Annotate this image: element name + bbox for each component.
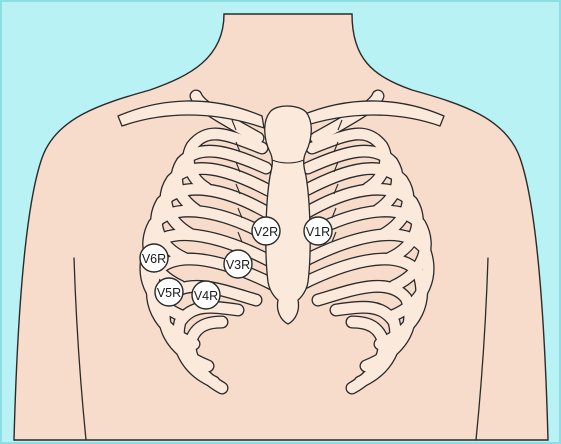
electrode-v4r: V4R	[192, 281, 220, 309]
electrode-v5r: V5R	[155, 278, 183, 306]
electrode-v3r: V3R	[224, 250, 252, 278]
electrode-v6r-label: V6R	[142, 252, 166, 266]
sternum	[265, 106, 312, 324]
electrode-v2r-label: V2R	[254, 225, 278, 239]
electrode-v1r: V1R	[304, 217, 332, 245]
electrode-v5r-label: V5R	[157, 286, 181, 300]
electrode-v1r-label: V1R	[306, 225, 330, 239]
electrode-v4r-label: V4R	[194, 289, 218, 303]
electrode-v2r: V2R	[252, 217, 280, 245]
electrode-v6r: V6R	[140, 244, 168, 272]
electrode-v3r-label: V3R	[226, 258, 250, 272]
